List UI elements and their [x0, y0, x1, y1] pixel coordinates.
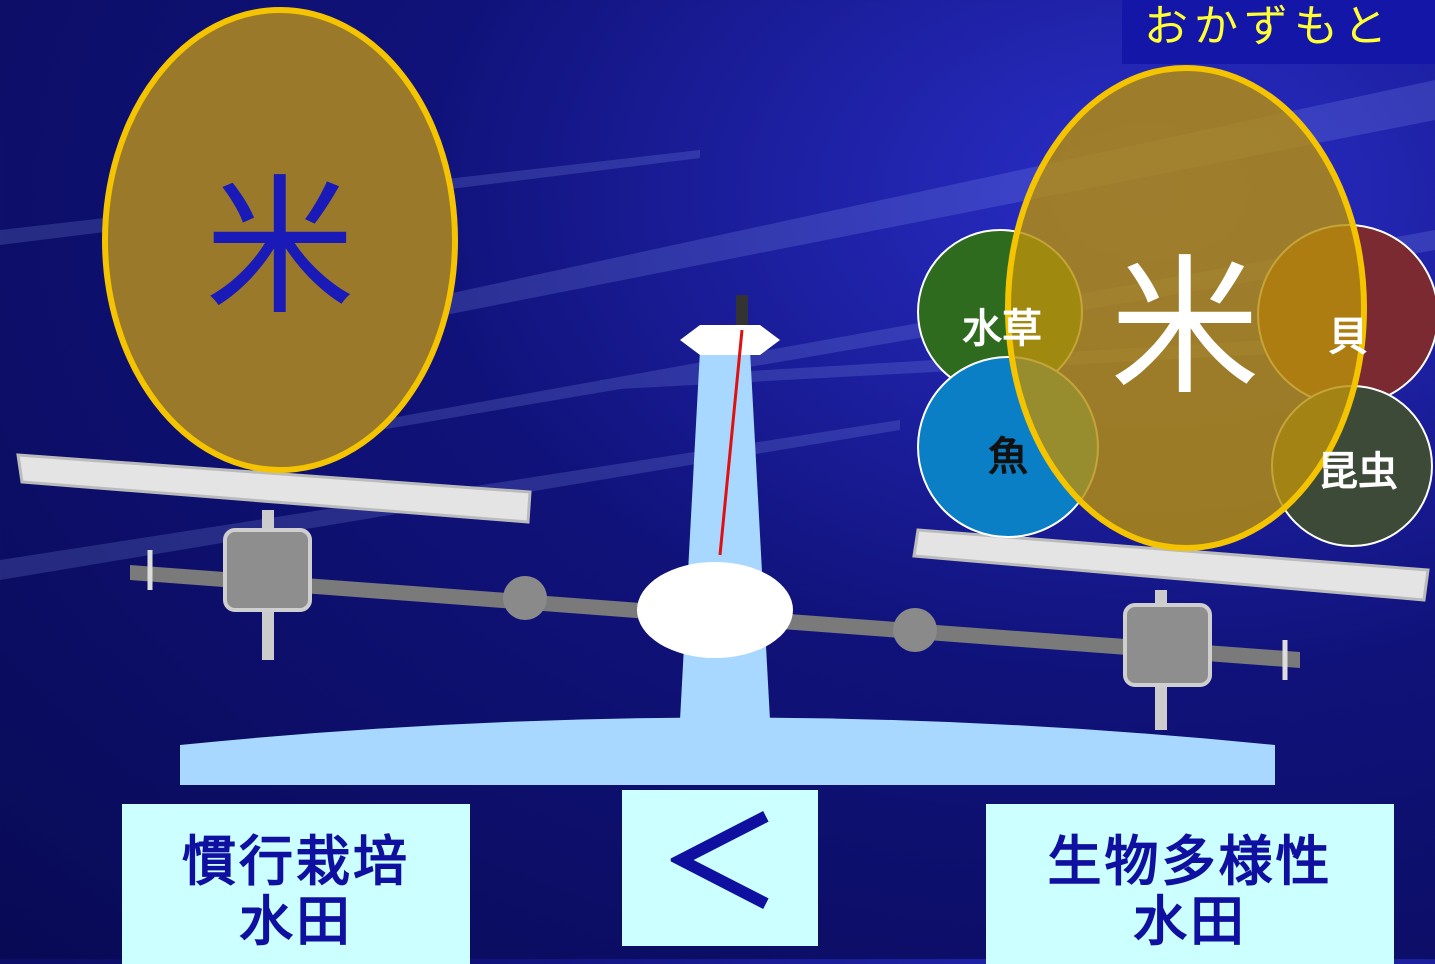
- right-rice-oval: [1005, 65, 1367, 551]
- biodiversity-paddy-line2: 水田: [1133, 890, 1247, 953]
- less-than-symbol: ＜: [660, 795, 780, 934]
- pivot: [637, 562, 793, 658]
- right-pan: [912, 528, 1430, 602]
- biodiversity-paddy-line1: 生物多様性: [1047, 830, 1333, 893]
- conventional-paddy-line1: 慣行栽培: [182, 830, 410, 893]
- pondweed-label: 水草: [962, 306, 1042, 352]
- beam-knob-left: [503, 576, 547, 620]
- insect-label: 昆虫: [1318, 449, 1398, 495]
- biodiversity-paddy-label: 生物多様性 水田: [986, 804, 1394, 964]
- title-text: おかずもと: [1144, 1, 1394, 52]
- conventional-paddy-line2: 水田: [239, 890, 353, 953]
- left-pan: [16, 453, 532, 524]
- scale-pointer-top: [736, 295, 748, 325]
- left-rice-oval: [102, 7, 458, 473]
- shellfish-label: 貝: [1328, 314, 1368, 360]
- comparison-box: ＜: [622, 790, 818, 946]
- scale-base: [180, 717, 1275, 785]
- scale-top-cap: [680, 325, 780, 355]
- right-rice-label: 米: [1110, 242, 1260, 416]
- conventional-paddy-label: 慣行栽培 水田: [122, 804, 470, 964]
- beam-knob-right: [893, 608, 937, 652]
- left-rice-label: 米: [205, 162, 355, 336]
- right-hanger-block: [1123, 603, 1212, 687]
- title-box: おかずもと: [1122, 0, 1435, 64]
- left-hanger-block: [223, 528, 312, 612]
- scale-column: [680, 350, 770, 720]
- scale-needle: [718, 329, 744, 556]
- fish-label: 魚: [988, 434, 1028, 480]
